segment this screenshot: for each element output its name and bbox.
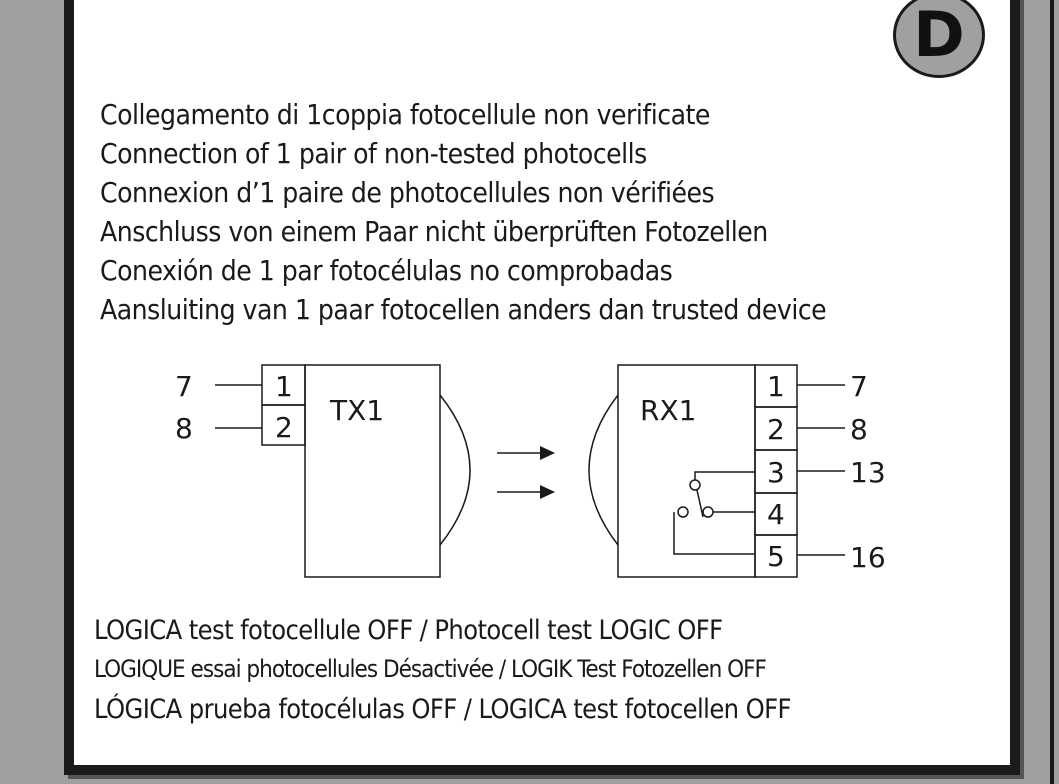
section-badge: D: [893, 0, 985, 78]
tx-label: TX1: [329, 394, 384, 427]
title-en: Connection of 1 pair of non-tested photo…: [100, 137, 647, 170]
rx-unit: RX1 1 2 3 4 5 7 8 13 16: [588, 364, 886, 578]
title-es: Conexión de 1 par fotocélulas no comprob…: [100, 254, 673, 287]
rx-terminal-5-label: 5: [767, 540, 785, 573]
rx-terminal-4-label: 4: [767, 498, 785, 531]
rx-wire-5-label: 16: [850, 541, 886, 574]
tx-terminal-2: [261, 404, 306, 446]
rx-lens: [588, 394, 619, 546]
rx-wire-3-label: 13: [850, 456, 886, 489]
rx-terminal-3-label: 3: [767, 456, 785, 489]
tx-terminal-2-label: 2: [275, 411, 293, 444]
instruction-panel: [64, 0, 1020, 775]
rx-terminal-2-label: 2: [767, 413, 785, 446]
tx-wire-2-label: 8: [175, 412, 193, 445]
logic-line-1: LOGICA test fotocellule OFF / Photocell …: [94, 615, 723, 646]
logic-line-2: LOGIQUE essai photocellules Désactivée /…: [94, 655, 767, 683]
rx-wire-1-label: 7: [850, 370, 868, 403]
tx-lens: [439, 394, 471, 546]
logic-line-3: LÓGICA prueba fotocélulas OFF / LOGICA t…: [94, 694, 791, 725]
rx-terminal-5: [754, 534, 798, 578]
rx-terminal-1-label: 1: [767, 370, 785, 403]
arrow-icon: [540, 485, 555, 499]
title-nl: Aansluiting van 1 paar fotocellen anders…: [100, 293, 827, 326]
tx-terminal-1-label: 1: [275, 370, 293, 403]
arrow-icon: [540, 446, 555, 460]
tx-box: [304, 364, 441, 578]
tx-unit: TX1 1 2 7 8: [175, 364, 471, 578]
tx-wire-1-label: 7: [175, 370, 193, 403]
relay-contact: [673, 471, 755, 555]
page-edge: [1050, 0, 1054, 784]
title-de: Anschluss von einem Paar nicht überprüft…: [100, 215, 768, 248]
rx-wire-2-label: 8: [850, 413, 868, 446]
rx-label: RX1: [640, 394, 696, 427]
beam-arrows: [497, 446, 555, 499]
title-fr: Connexion d’1 paire de photocellules non…: [100, 176, 715, 209]
title-it: Collegamento di 1coppia fotocellule non …: [100, 98, 710, 131]
